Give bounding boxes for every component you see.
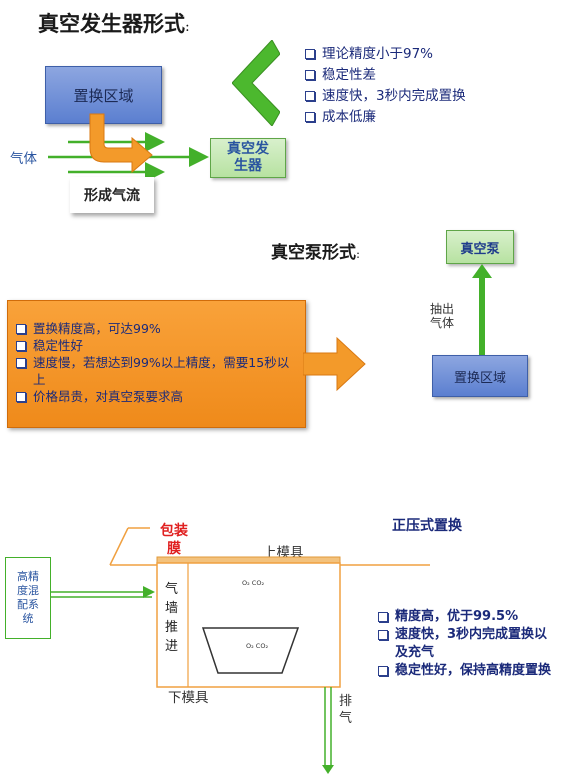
gas-system-line2: 度混 bbox=[17, 584, 39, 597]
list-item: 速度快，3秒内完成置换以及充气 bbox=[377, 626, 557, 662]
list-item: 置换精度高，可达99% bbox=[15, 320, 300, 337]
exhaust-char: 排 bbox=[339, 694, 353, 709]
section2-title-colon: : bbox=[356, 247, 361, 261]
list-item: 成本低廉 bbox=[304, 107, 554, 128]
vacuum-pump-feature-panel: 置换精度高，可达99% 稳定性好 速度慢，若想达到99%以上精度，需要15秒以上… bbox=[7, 300, 306, 428]
list-item: 稳定性差 bbox=[304, 65, 554, 86]
extract-arrow bbox=[472, 264, 492, 356]
section2-title-text: 真空泵形式 bbox=[271, 243, 356, 263]
list-item: 价格昂贵，对真空泵要求高 bbox=[15, 388, 300, 405]
gas-composition-top: O₂ CO₂ bbox=[242, 579, 265, 587]
packaging-film-line2: 膜 bbox=[167, 541, 181, 557]
gas-flow-arrows bbox=[48, 113, 209, 182]
gas-system-line1: 高精 bbox=[17, 570, 39, 583]
list-item: 稳定性好 bbox=[15, 337, 300, 354]
chevron-left-icon bbox=[232, 40, 280, 126]
extract-gas-label: 抽出 气体 bbox=[430, 302, 454, 330]
gas-wall-char: 进 bbox=[165, 639, 179, 654]
section1-title: 真空发生器形式: bbox=[38, 8, 190, 38]
section2-title: 真空泵形式: bbox=[271, 238, 360, 263]
list-item: 理论精度小于97% bbox=[304, 44, 554, 65]
section3-title: 正压式置换 bbox=[392, 518, 462, 534]
section3-feature-list: 精度高，优于99.5% 速度快，3秒内完成置换以及充气 稳定性好，保持高精度置换 bbox=[377, 608, 557, 680]
exhaust-char: 气 bbox=[339, 711, 353, 726]
section1-feature-list: 理论精度小于97% 稳定性差 速度快，3秒内完成置换 成本低廉 bbox=[304, 44, 554, 128]
section1-title-text: 真空发生器形式 bbox=[38, 11, 185, 36]
mold-structure bbox=[50, 527, 430, 774]
generator-label-line2: 生器 bbox=[234, 158, 262, 174]
list-item: 速度快，3秒内完成置换 bbox=[304, 86, 554, 107]
gas-wall-char: 墙 bbox=[165, 601, 179, 616]
airflow-label-box: 形成气流 bbox=[70, 177, 154, 213]
list-item: 速度慢，若想达到99%以上精度，需要15秒以上 bbox=[15, 354, 300, 388]
gas-wall-char: 推 bbox=[165, 620, 179, 635]
list-item: 精度高，优于99.5% bbox=[377, 608, 557, 626]
extract-label-line2: 气体 bbox=[430, 316, 455, 330]
gas-label: 气体 bbox=[10, 151, 37, 167]
gas-wall-char: 气 bbox=[165, 582, 179, 597]
section2-feature-list: 置换精度高，可达99% 稳定性好 速度慢，若想达到99%以上精度，需要15秒以上… bbox=[15, 320, 300, 405]
gas-system-line3: 配系 bbox=[17, 598, 39, 611]
vacuum-pump-box: 真空泵 bbox=[446, 230, 514, 264]
right-arrow-icon bbox=[303, 336, 366, 392]
packaging-film-line1: 包装 bbox=[160, 523, 188, 539]
gas-composition-tray: O₂ CO₂ bbox=[246, 642, 269, 650]
extract-label-line1: 抽出 bbox=[430, 302, 455, 316]
gas-wall-label: 气 墙 推 进 bbox=[165, 580, 178, 656]
replace-zone-box-2: 置换区域 bbox=[432, 355, 528, 397]
gas-system-line4: 统 bbox=[22, 612, 34, 625]
section1-title-colon: : bbox=[185, 19, 190, 35]
packaging-film-label: 包装 膜 bbox=[160, 522, 188, 558]
generator-label-line1: 真空发 bbox=[227, 141, 269, 157]
vacuum-generator-box: 真空发 生器 bbox=[210, 138, 286, 178]
list-item: 稳定性好，保持高精度置换 bbox=[377, 662, 557, 680]
exhaust-label: 排 气 bbox=[339, 693, 352, 727]
lower-mold-label: 下模具 bbox=[168, 690, 209, 706]
gas-mixing-system-box: 高精 度混 配系 统 bbox=[5, 557, 51, 639]
